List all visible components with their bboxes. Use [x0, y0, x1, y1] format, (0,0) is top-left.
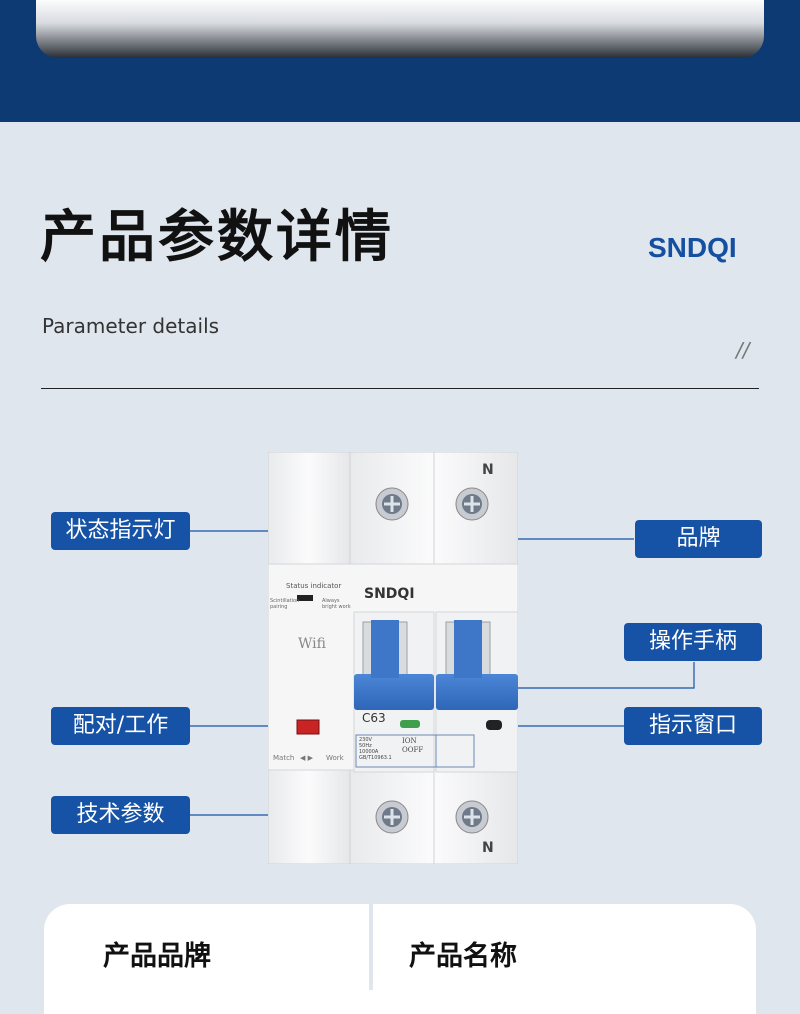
top-product-image	[36, 0, 764, 58]
device-brand: SNDQI	[364, 586, 415, 602]
callout-handle: 操作手柄	[624, 623, 762, 661]
match-label: Match	[273, 754, 295, 762]
callout-status-indicator: 状态指示灯	[51, 512, 190, 550]
card-divider	[369, 904, 373, 990]
callout-pair-work: 配对/工作	[51, 707, 190, 745]
rating-label: C63	[362, 711, 386, 725]
work-label: Work	[326, 754, 344, 762]
status-indicator-text: Status indicator	[286, 582, 342, 590]
card-heading-brand: 产品品牌	[103, 941, 211, 972]
header-divider	[41, 388, 759, 389]
decorative-slashes: //	[736, 338, 750, 362]
neutral-top: N	[482, 462, 494, 478]
spec-text: 230V 50Hz 10000A GB/T10963.1	[359, 737, 392, 761]
page-title: 产品参数详情	[40, 205, 394, 270]
on-off-text: ION OOFF	[402, 737, 424, 754]
arrows-icon: ◀ ▶	[300, 754, 313, 762]
work-note: Always bright work	[322, 598, 351, 610]
wifi-label: Wifi	[298, 636, 326, 652]
callout-indicator-window: 指示窗口	[624, 707, 762, 745]
pairing-note: Scintillation pairing	[270, 598, 300, 610]
brand-logo: SNDQI	[648, 232, 737, 263]
card-heading-name: 产品名称	[409, 941, 517, 972]
neutral-bottom: N	[482, 840, 494, 856]
terminal-screw-icon	[375, 487, 489, 521]
page-subtitle: Parameter details	[42, 314, 220, 338]
callout-brand: 品牌	[635, 520, 762, 558]
callout-tech-params: 技术参数	[51, 796, 190, 834]
circuit-breaker-illustration	[268, 452, 518, 864]
